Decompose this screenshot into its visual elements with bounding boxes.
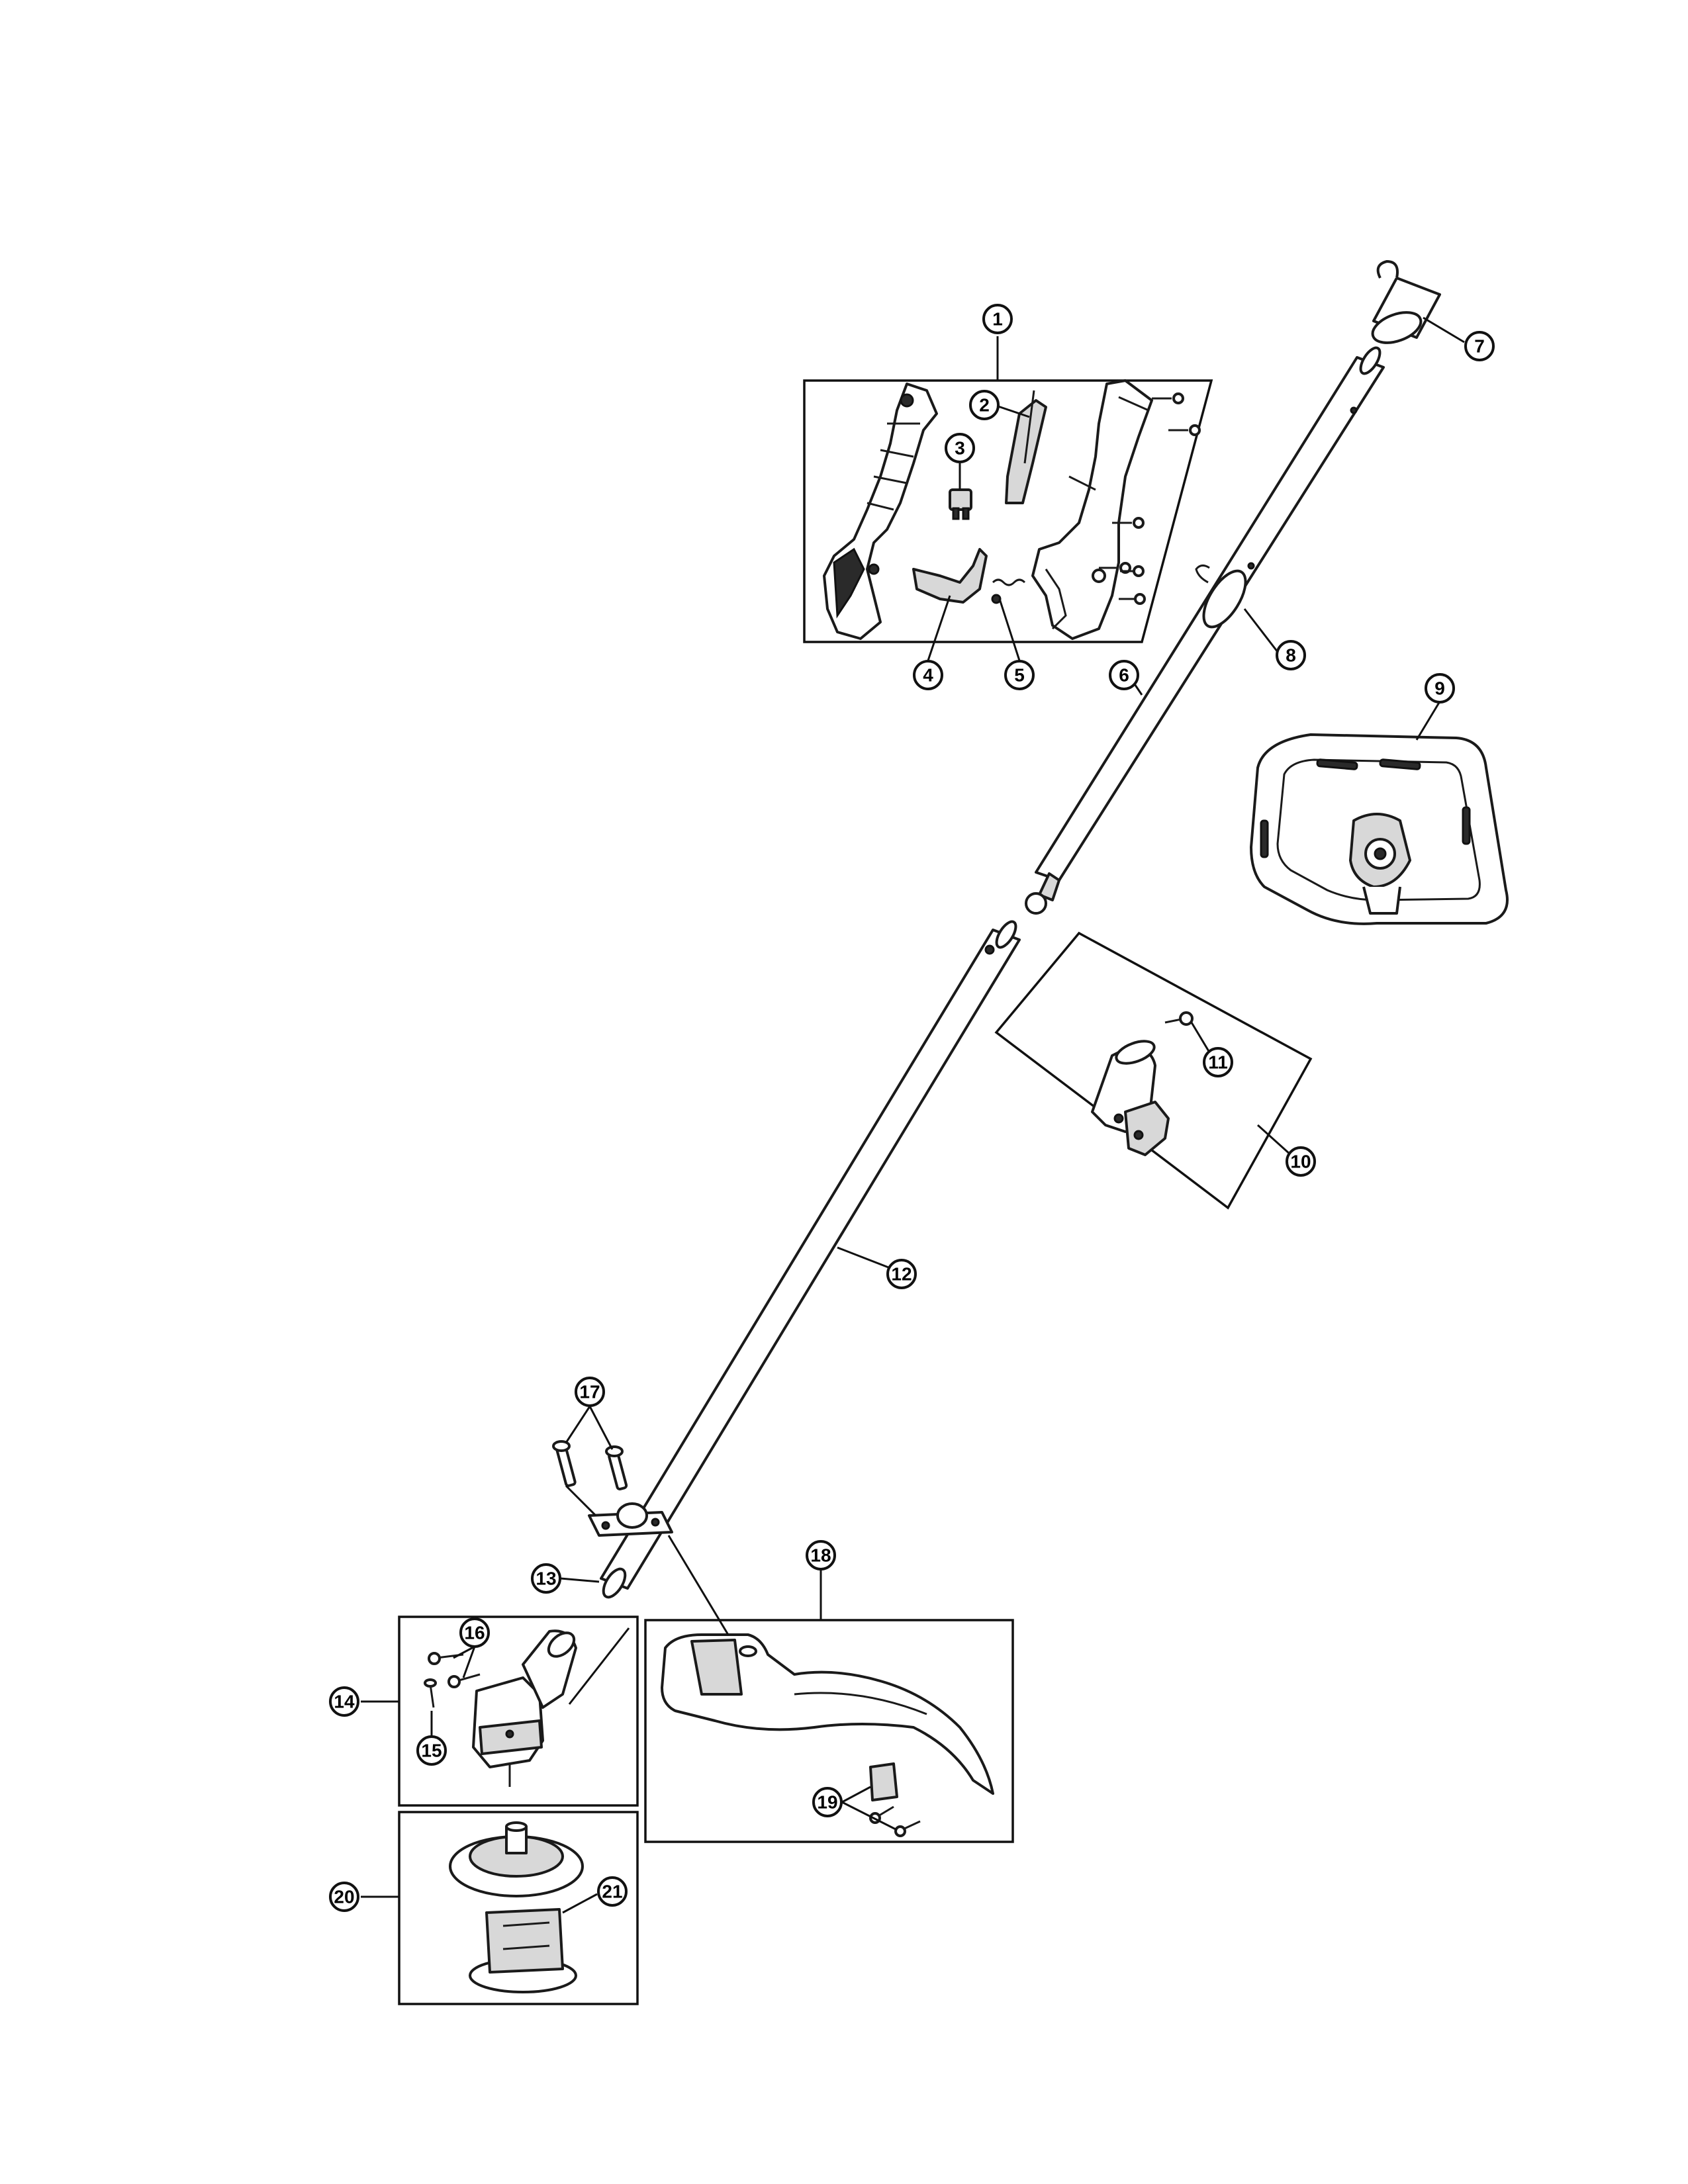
callout-16: 16 bbox=[459, 1617, 490, 1648]
part-14-gear-head bbox=[472, 1629, 577, 1787]
screw bbox=[1168, 424, 1201, 436]
callout-8: 8 bbox=[1276, 640, 1306, 670]
callout-number: 14 bbox=[334, 1692, 355, 1712]
callout-circle bbox=[1276, 640, 1306, 670]
callout-2: 2 bbox=[969, 390, 1000, 420]
callout-circle bbox=[459, 1617, 490, 1648]
callout-number: 7 bbox=[1474, 336, 1485, 357]
callout-12: 12 bbox=[886, 1259, 917, 1289]
callout-number: 11 bbox=[1208, 1052, 1228, 1073]
callout-number: 5 bbox=[1014, 665, 1025, 686]
part-5-spring bbox=[991, 578, 1026, 604]
callout-circle bbox=[597, 1876, 628, 1907]
callout-circle bbox=[1425, 673, 1455, 704]
callout-5: 5 bbox=[1004, 660, 1035, 690]
callout-number: 3 bbox=[955, 438, 965, 459]
part-12-lower-shaft bbox=[600, 920, 1021, 1599]
part-10-coupler bbox=[1091, 1040, 1170, 1156]
callout-20: 20 bbox=[329, 1882, 359, 1912]
callout-number: 4 bbox=[923, 665, 933, 686]
callout-17: 17 bbox=[575, 1377, 605, 1407]
callout-7: 7 bbox=[1464, 331, 1495, 361]
callout-number: 8 bbox=[1286, 645, 1296, 666]
callout-circle bbox=[812, 1787, 843, 1817]
callout-circle bbox=[1109, 660, 1139, 690]
callout-10: 10 bbox=[1286, 1146, 1316, 1177]
callout-circle bbox=[886, 1259, 917, 1289]
part-15-pin bbox=[424, 1678, 437, 1708]
screw bbox=[1112, 517, 1145, 529]
callout-circle bbox=[329, 1686, 359, 1717]
callout-3: 3 bbox=[945, 433, 975, 463]
callout-circle bbox=[1203, 1047, 1233, 1077]
part-21-spool bbox=[469, 1908, 577, 1993]
callout-14: 14 bbox=[329, 1686, 359, 1717]
callout-number: 1 bbox=[992, 309, 1003, 330]
callout-15: 15 bbox=[416, 1735, 447, 1766]
callout-number: 13 bbox=[536, 1569, 556, 1589]
callout-number: 9 bbox=[1434, 678, 1445, 699]
leader-lines bbox=[361, 316, 1465, 1914]
part-3-switch bbox=[949, 488, 972, 520]
group-box-1 bbox=[803, 379, 1213, 643]
callout-19: 19 bbox=[812, 1787, 843, 1817]
part-7-cap bbox=[1371, 260, 1441, 344]
part-9-loop-handle bbox=[1250, 733, 1509, 925]
callout-circle bbox=[575, 1377, 605, 1407]
callout-number: 16 bbox=[464, 1623, 485, 1643]
callout-circle bbox=[1464, 331, 1495, 361]
callout-circle bbox=[416, 1735, 447, 1766]
callout-circle bbox=[1004, 660, 1035, 690]
part-19-blade-and-screws bbox=[869, 1762, 921, 1837]
part-20-spool-housing bbox=[449, 1821, 584, 1897]
callout-circle bbox=[982, 304, 1013, 334]
part-11-screw bbox=[1164, 1011, 1194, 1026]
part-2-switch-lever bbox=[1005, 390, 1047, 504]
callout-circle bbox=[913, 660, 943, 690]
callout-circle bbox=[1286, 1146, 1316, 1177]
callout-6: 6 bbox=[1109, 660, 1139, 690]
callout-circle bbox=[806, 1540, 836, 1570]
group-box-18 bbox=[644, 1619, 1014, 1843]
callout-number: 15 bbox=[421, 1741, 442, 1761]
callout-4: 4 bbox=[913, 660, 943, 690]
part-4-trigger bbox=[912, 548, 988, 604]
part-8-clamp-band bbox=[1195, 565, 1247, 629]
part-17-screws bbox=[552, 1440, 628, 1490]
callout-1: 1 bbox=[982, 304, 1013, 334]
callout-9: 9 bbox=[1425, 673, 1455, 704]
screw bbox=[1119, 593, 1146, 605]
callout-number: 19 bbox=[817, 1792, 837, 1813]
screw bbox=[1152, 392, 1184, 404]
callout-number: 20 bbox=[334, 1887, 354, 1907]
part-18-guard bbox=[661, 1633, 994, 1795]
screw bbox=[1120, 565, 1145, 577]
callout-circle bbox=[531, 1563, 561, 1594]
callout-number: 17 bbox=[579, 1382, 600, 1402]
callout-circle bbox=[945, 433, 975, 463]
callout-number: 21 bbox=[602, 1882, 622, 1902]
group-box-14 bbox=[398, 1615, 639, 1807]
callout-21: 21 bbox=[597, 1876, 628, 1907]
callout-circle bbox=[329, 1882, 359, 1912]
callout-number: 18 bbox=[810, 1545, 831, 1566]
callout-18: 18 bbox=[806, 1540, 836, 1570]
group-box-20 bbox=[398, 1811, 639, 2005]
callout-circle bbox=[969, 390, 1000, 420]
callout-13: 13 bbox=[531, 1563, 561, 1594]
callout-number: 2 bbox=[979, 395, 990, 416]
callout-11: 11 bbox=[1203, 1047, 1233, 1077]
callout-number: 12 bbox=[891, 1264, 912, 1285]
handle-housing-right-half bbox=[1031, 379, 1153, 640]
callout-number: 6 bbox=[1119, 665, 1129, 686]
shaft-clamp-bracket bbox=[588, 1502, 673, 1537]
housing-screws bbox=[1099, 392, 1201, 605]
callout-number: 10 bbox=[1290, 1152, 1311, 1172]
handle-housing-left-half bbox=[823, 383, 938, 640]
